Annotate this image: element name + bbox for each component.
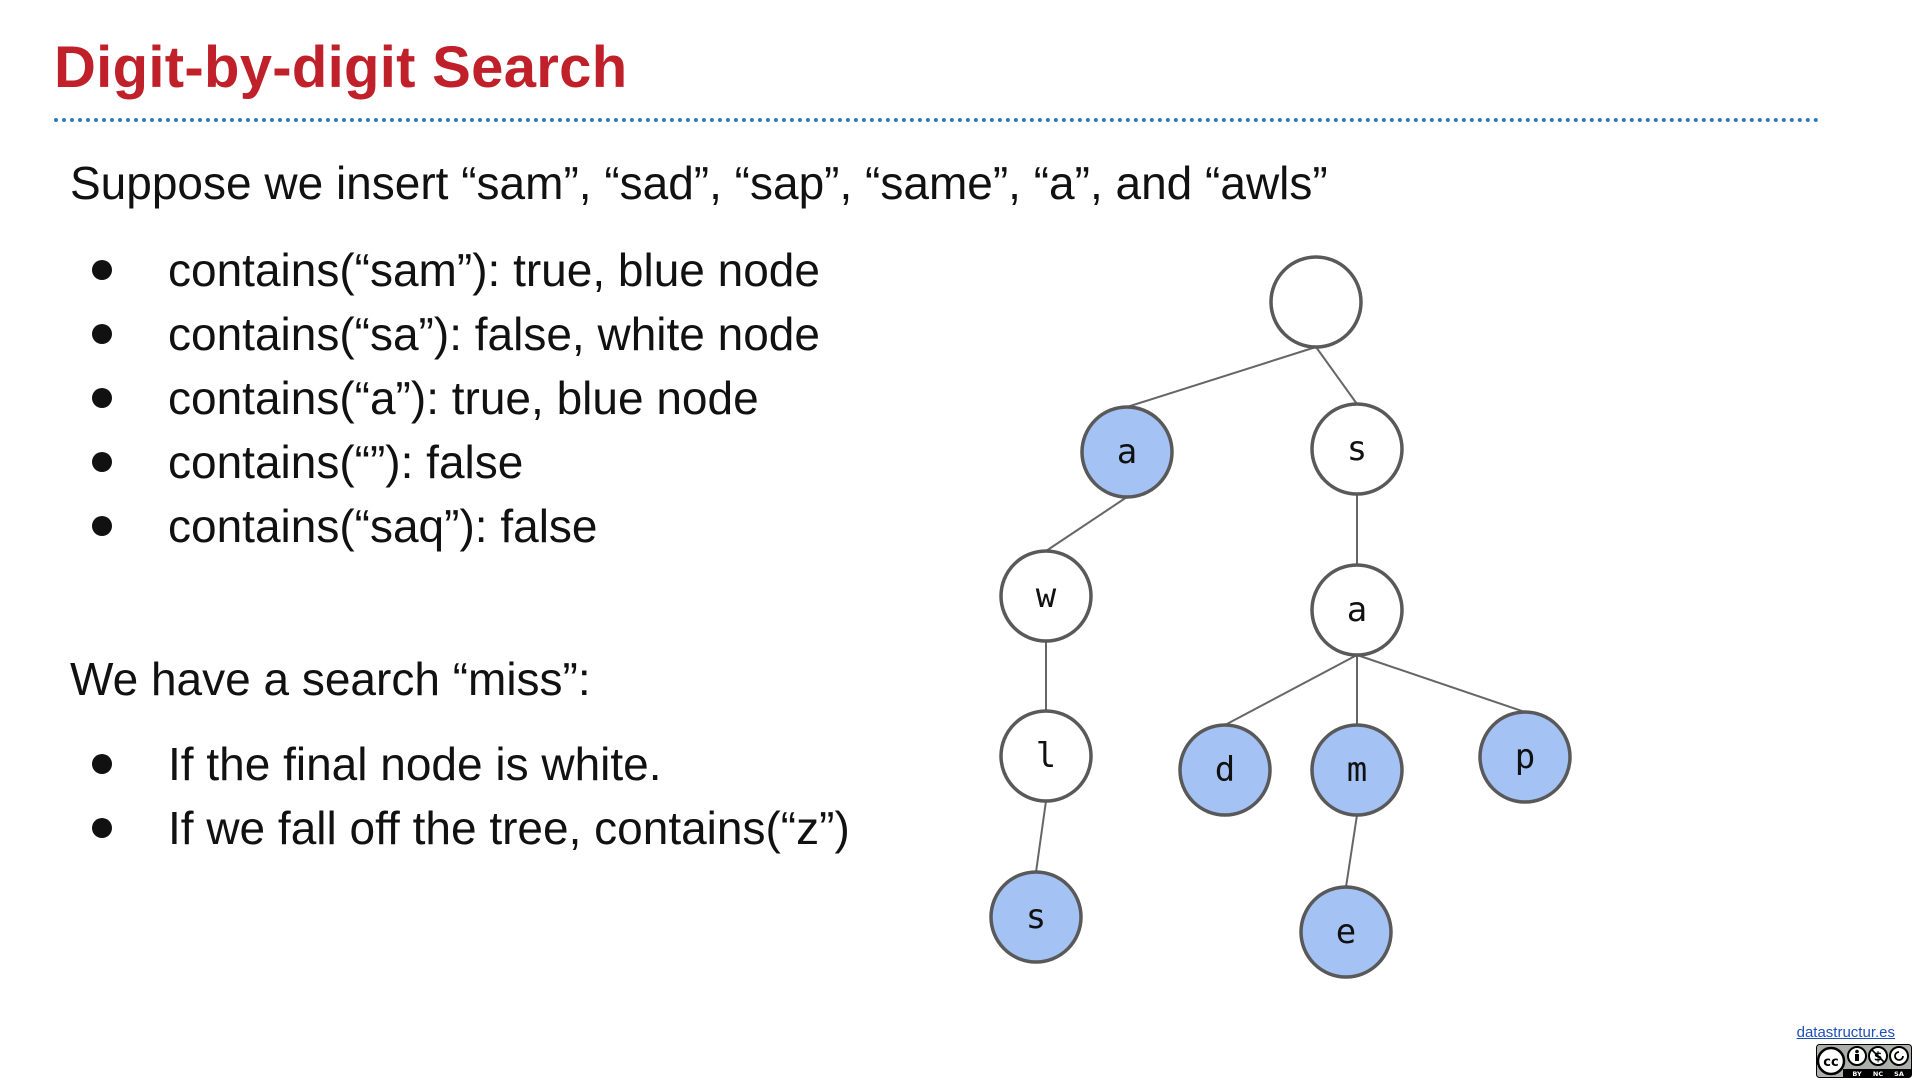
bullet-dot-icon <box>92 388 112 408</box>
slide-title: Digit-by-digit Search <box>54 35 628 100</box>
trie-edge-a-aw <box>1045 496 1128 552</box>
trie-node-circle <box>1080 405 1174 499</box>
cc-by-nc-sa-icon: cc $ BY NC SA <box>1816 1044 1912 1078</box>
trie-node-label: l <box>1036 736 1056 776</box>
trie-node-circle <box>1178 723 1272 817</box>
trie-node-circle <box>1478 710 1572 804</box>
bullet-dot-icon <box>92 818 112 838</box>
cc-label: cc <box>1823 1055 1838 1070</box>
sa-label: SA <box>1894 1070 1904 1078</box>
trie-edge-sam-same <box>1345 814 1358 888</box>
bullet-text: contains(“sam”): true, blue node <box>168 244 820 296</box>
footer-link[interactable]: datastructur.es <box>1796 1024 1895 1041</box>
bullet-text: contains(“saq”): false <box>168 500 598 552</box>
trie-node-label: e <box>1336 912 1356 952</box>
trie-node-sap: p <box>1478 710 1572 804</box>
bullet-dot-icon <box>92 754 112 774</box>
trie-node-label: s <box>1026 897 1046 937</box>
bullet-text: If the final node is white. <box>168 738 662 790</box>
trie-node-circle <box>999 709 1093 803</box>
by-person-head-icon <box>1855 1049 1859 1054</box>
trie-edge-root-s <box>1315 346 1358 405</box>
trie-node-label: w <box>1036 576 1057 616</box>
trie-edge-sa-sad <box>1224 654 1358 726</box>
bullet-dot-icon <box>92 260 112 280</box>
trie-node-circle <box>1310 563 1404 657</box>
trie-node-circle <box>999 549 1093 643</box>
trie-edge-awl-awls <box>1035 800 1047 873</box>
trie-node-label: p <box>1515 737 1535 777</box>
trie-node-label: m <box>1347 750 1367 790</box>
by-person-body-icon <box>1855 1054 1859 1061</box>
trie-nodes: a s w l s a d m p e <box>989 255 1572 979</box>
trie-node-circle <box>1310 402 1404 496</box>
trie-node-label: a <box>1117 432 1137 472</box>
sa-arrow-icon <box>1894 1051 1904 1061</box>
trie-node-awls: s <box>989 870 1083 964</box>
trie-node-root <box>1269 255 1363 349</box>
trie-edge-root-a <box>1126 346 1317 408</box>
bullet-text: If we fall off the tree, contains(“z”) <box>168 802 850 854</box>
nc-strike-icon <box>1870 1048 1886 1064</box>
trie-node-label: a <box>1347 590 1367 630</box>
sa-circle-icon <box>1889 1046 1909 1066</box>
title-divider <box>54 118 1820 122</box>
bullet-text: contains(“”): false <box>168 436 524 488</box>
trie-edge-sa-sap <box>1356 654 1526 713</box>
nc-label: NC <box>1873 1070 1883 1078</box>
intro-text: Suppose we insert “sam”, “sad”, “sap”, “… <box>70 157 1328 209</box>
by-label: BY <box>1852 1070 1862 1078</box>
trie-node-label: s <box>1347 429 1367 469</box>
cc-circle-icon <box>1816 1046 1846 1076</box>
bullet-dot-icon <box>92 452 112 472</box>
trie-node-a: a <box>1080 405 1174 499</box>
trie-node-circle <box>1299 885 1393 979</box>
trie-node-circle <box>1310 723 1404 817</box>
license-badge-strip <box>1843 1069 1911 1077</box>
miss-heading: We have a search “miss”: <box>70 653 591 705</box>
trie-node-circle <box>989 870 1083 964</box>
bullet-dot-icon <box>92 516 112 536</box>
bullet-text: contains(“sa”): false, white node <box>168 308 820 360</box>
trie-node-awl: l <box>999 709 1093 803</box>
bullet-text: contains(“a”): true, blue node <box>168 372 759 424</box>
trie-node-sad: d <box>1178 723 1272 817</box>
bullet-dot-icon <box>92 324 112 344</box>
trie-node-s: s <box>1310 402 1404 496</box>
trie-node-sa: a <box>1310 563 1404 657</box>
trie-node-aw: w <box>999 549 1093 643</box>
trie-node-circle <box>1269 255 1363 349</box>
trie-node-sam: m <box>1310 723 1404 817</box>
trie-edges <box>1035 346 1526 888</box>
trie-node-label: d <box>1215 750 1235 790</box>
trie-node-same: e <box>1299 885 1393 979</box>
